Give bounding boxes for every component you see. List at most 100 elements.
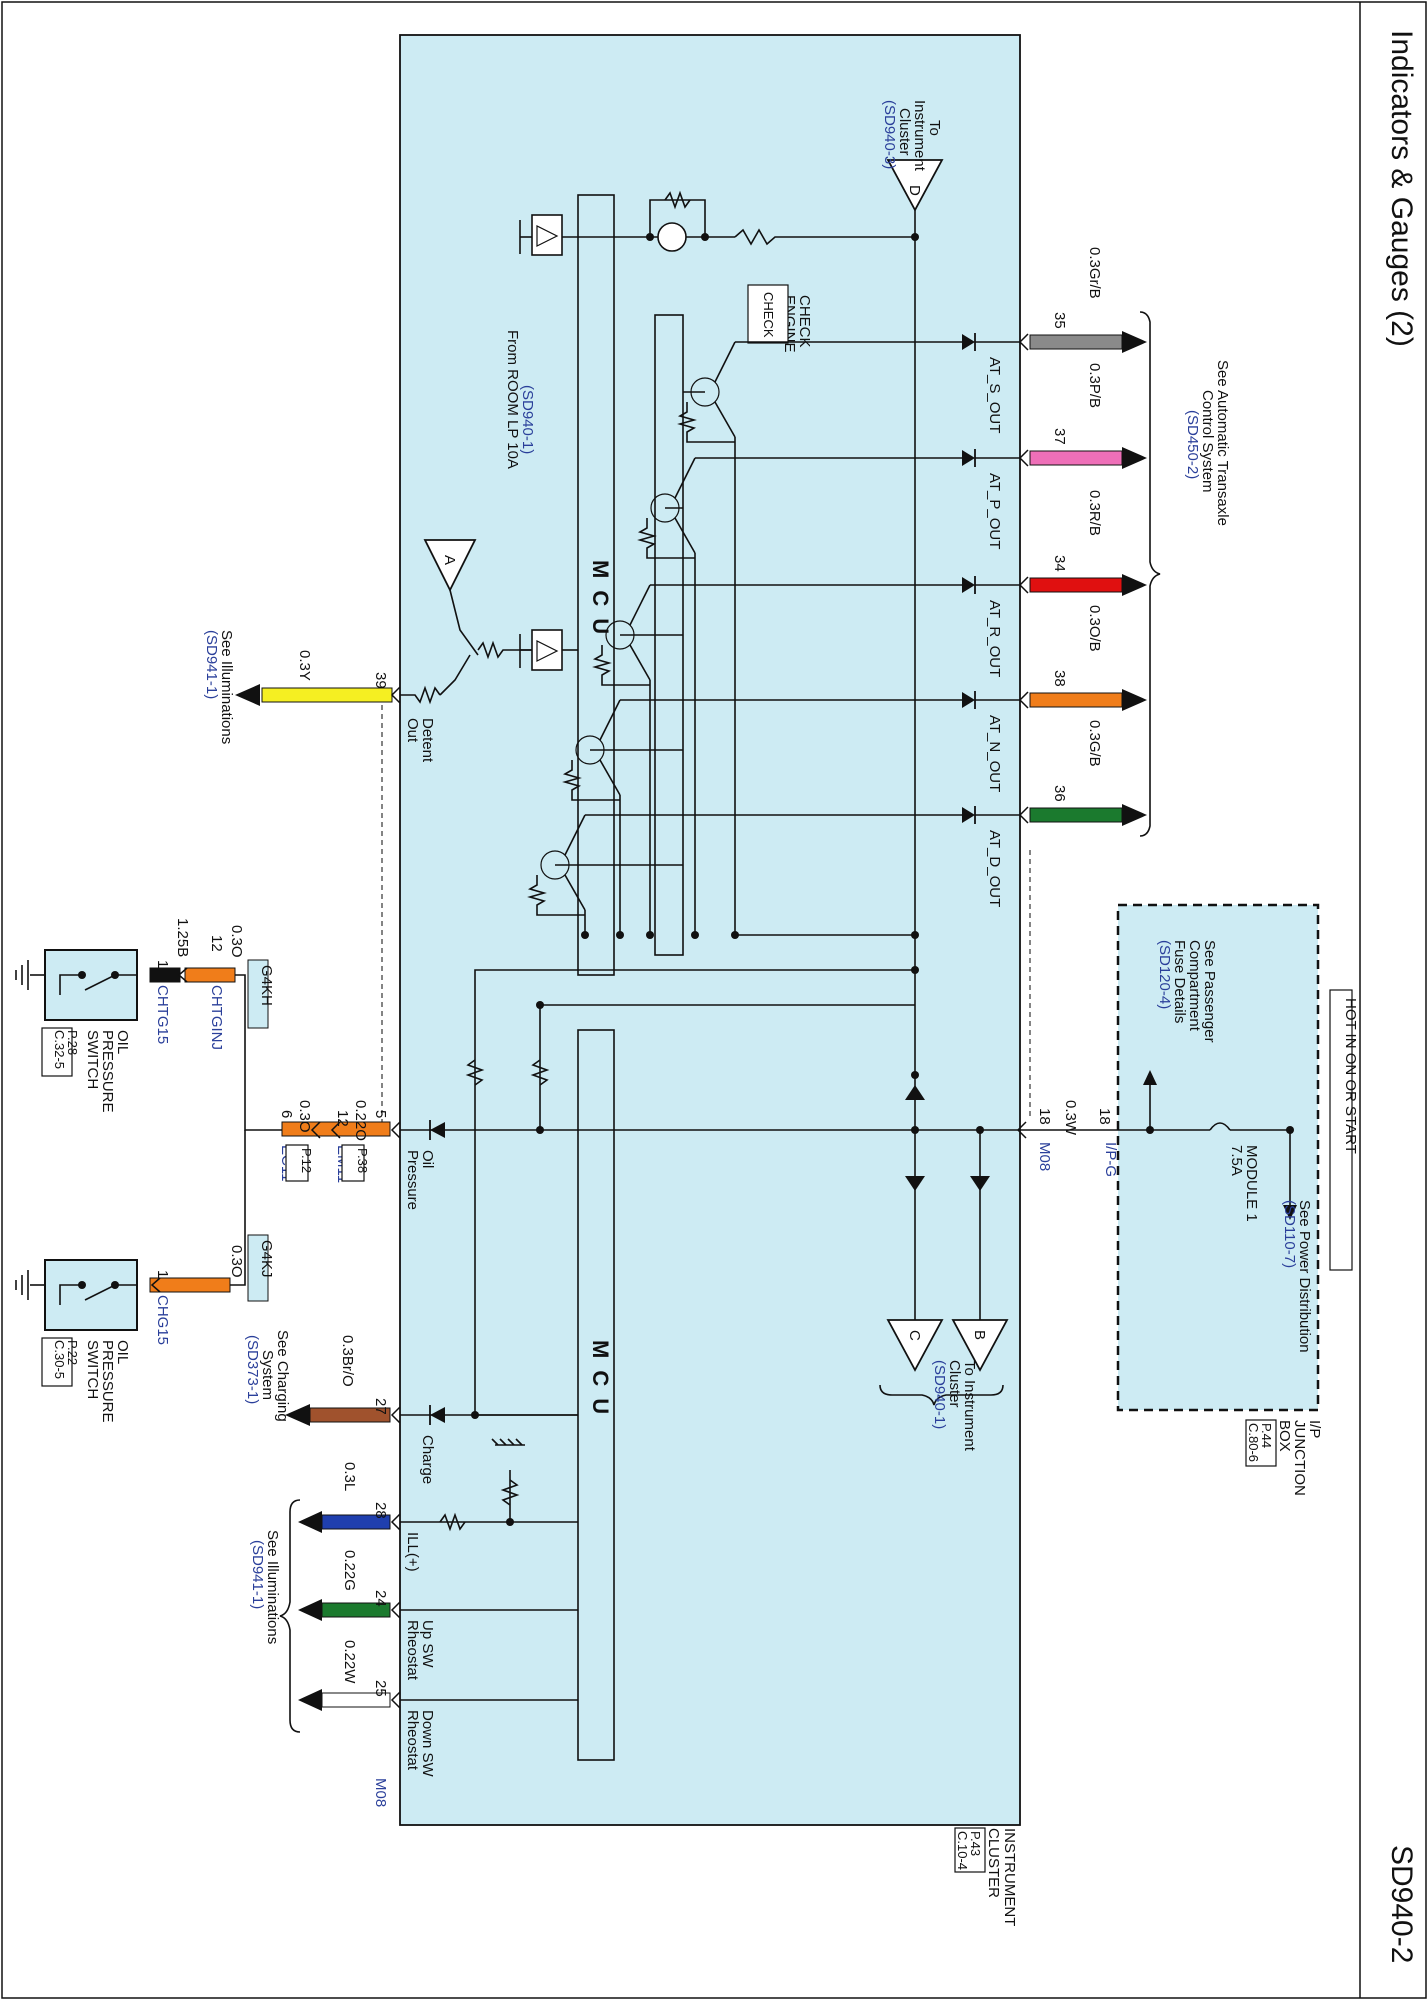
power-see-1: See Power Distribution — [1296, 1200, 1313, 1353]
transaxle-see-1: See Automatic Transaxle — [1214, 360, 1231, 526]
illum-see-2: (SD941-1) — [249, 1540, 266, 1609]
instrument-cluster-box — [399, 34, 1021, 1826]
cluster-ref-box — [954, 1827, 986, 1873]
check-engine-lamp-icon — [657, 222, 687, 252]
diode-icon — [962, 450, 975, 466]
illum-label2-24: Up SW — [419, 1620, 436, 1668]
room-lp-1: From ROOM LP 10A — [504, 330, 521, 469]
illum-pin-28: 28 — [372, 1502, 389, 1519]
fuse-label-2: 7.5A — [1228, 1145, 1245, 1176]
oil-switch-lower — [44, 1259, 138, 1331]
at-signal-34: AT_R_OUT — [986, 600, 1003, 677]
mcu-block-upper — [577, 194, 615, 976]
illum-see-1: See Illuminations — [264, 1530, 281, 1644]
illum-label1-28: ILL(+) — [404, 1532, 421, 1572]
fuse-see-4: (SD120-4) — [1156, 940, 1173, 1009]
oil-sw-lower-ref-page: P.22 — [65, 1340, 80, 1365]
jbox-wire: 0.3W — [1062, 1100, 1079, 1136]
at-wire-37 — [1029, 450, 1123, 466]
to-cluster-d-1: To — [926, 120, 943, 136]
to-cluster-d-2: Instrument — [911, 100, 928, 172]
charge-see-1: See Charging — [274, 1330, 291, 1422]
at-wire-34 — [1029, 577, 1123, 593]
illum-label1-25: Rheostat — [404, 1710, 421, 1771]
oil-label-2: Pressure — [404, 1150, 421, 1210]
oil-ref-a: P.38 — [355, 1148, 370, 1173]
connector-d-triangle — [886, 159, 944, 212]
transaxle-see-3: (SD450-2) — [1184, 410, 1201, 479]
at-pin-37: 37 — [1051, 428, 1068, 445]
diode-icon — [962, 692, 975, 708]
oil-pin-a: 12 — [334, 1110, 351, 1127]
driver-triangle-top — [536, 225, 559, 247]
oil-wire-a: 0.22O — [352, 1100, 369, 1141]
at-wire-label-36: 0.3G/B — [1086, 720, 1103, 767]
charge-see-2: System — [259, 1350, 276, 1400]
at-pin-36: 36 — [1051, 785, 1068, 802]
mcu-label-upper: MCU — [588, 560, 613, 646]
oil-sw-lower-pin: 1 — [154, 1270, 171, 1278]
oil-sw-upper-ref-page: P.28 — [65, 1030, 80, 1055]
room-lp-2: (SD940-1) — [519, 385, 536, 454]
fuse-see-1: See Passenger — [1201, 940, 1218, 1043]
at-wire-38 — [1029, 692, 1123, 708]
oil-sw-upper-conn-a: CHTGINJ — [208, 985, 225, 1050]
at-signal-36: AT_D_OUT — [986, 830, 1003, 907]
diode-icon — [962, 334, 975, 350]
oil-wire-b: 0.3O — [296, 1100, 313, 1133]
illum-wire-label-25: 0.22W — [341, 1640, 358, 1684]
charge-see-3: (SD373-1) — [244, 1335, 261, 1404]
connector-a-triangle — [423, 539, 477, 593]
fuse-label-1: MODULE 1 — [1243, 1145, 1260, 1222]
illum-pin-24: 24 — [372, 1590, 389, 1607]
page-code: SD940-2 — [1385, 1845, 1418, 1963]
jbox-ref-conn: C.80-6 — [1246, 1423, 1261, 1462]
oil-sw-lower-wire — [149, 1277, 231, 1293]
at-output-group: 350.3Gr/BAT_S_OUT370.3P/BAT_P_OUT340.3R/… — [527, 247, 1147, 939]
fuse-see-2: Compartment — [1186, 940, 1203, 1032]
detent-label-2: Out — [404, 718, 421, 743]
cluster-connector-top: M08 — [1036, 1142, 1053, 1171]
connector-c-letter: C — [906, 1330, 923, 1341]
oil-sw-upper-wire-b: 1.25B — [174, 918, 191, 957]
oil-sw-lower-conn: CHG15 — [154, 1295, 171, 1345]
connector-d-letter: D — [906, 185, 923, 196]
at-pin-34: 34 — [1051, 555, 1068, 572]
oil-sw-upper-name-3: SWITCH — [84, 1030, 101, 1089]
oil-wire-1 — [281, 1121, 391, 1137]
charge-pin: 27 — [372, 1398, 389, 1415]
illum-wire-label-24: 0.22G — [341, 1550, 358, 1591]
at-signal-35: AT_S_OUT — [986, 357, 1003, 433]
detent-see-1: See Illuminations — [218, 630, 235, 744]
oil-sw-lower-name-2: PRESSURE — [99, 1340, 116, 1423]
charge-label: Charge — [419, 1435, 436, 1484]
oil-sw-upper-wire — [184, 967, 236, 983]
check-engine-icon-box — [747, 284, 789, 344]
check-text: CHECK — [761, 292, 776, 338]
detent-see-2: (SD941-1) — [203, 630, 220, 699]
at-signal-38: AT_N_OUT — [986, 715, 1003, 792]
oil-sw-lower-name-1: OIL — [114, 1340, 131, 1364]
fuse-see-3: Fuse Details — [1171, 940, 1188, 1023]
oil-ref-b: P.12 — [299, 1148, 314, 1173]
at-wire-label-34: 0.3R/B — [1086, 490, 1103, 536]
jbox-connector: I/P-G — [1102, 1142, 1119, 1177]
connector-a-letter: A — [441, 555, 458, 565]
junction-box — [1116, 903, 1320, 1412]
at-wire-36 — [1029, 807, 1123, 823]
oil-sw-upper-pin-a: 12 — [208, 935, 225, 952]
check-engine-label-1: CHECK — [796, 295, 813, 348]
cluster-ref-page: P.43 — [968, 1831, 983, 1856]
splice-upper: G4KH — [258, 965, 275, 1006]
connector-b-letter: B — [971, 1330, 988, 1340]
illum-label2-25: Down SW — [419, 1710, 436, 1778]
detent-wire — [261, 687, 393, 703]
jbox-ref-page: P.44 — [1259, 1423, 1274, 1448]
at-wire-label-35: 0.3Gr/B — [1086, 247, 1103, 299]
illum-pin-25: 25 — [372, 1680, 389, 1697]
oil-sw-upper-name-1: OIL — [114, 1030, 131, 1054]
cluster-pin-18: 18 — [1036, 1108, 1053, 1125]
